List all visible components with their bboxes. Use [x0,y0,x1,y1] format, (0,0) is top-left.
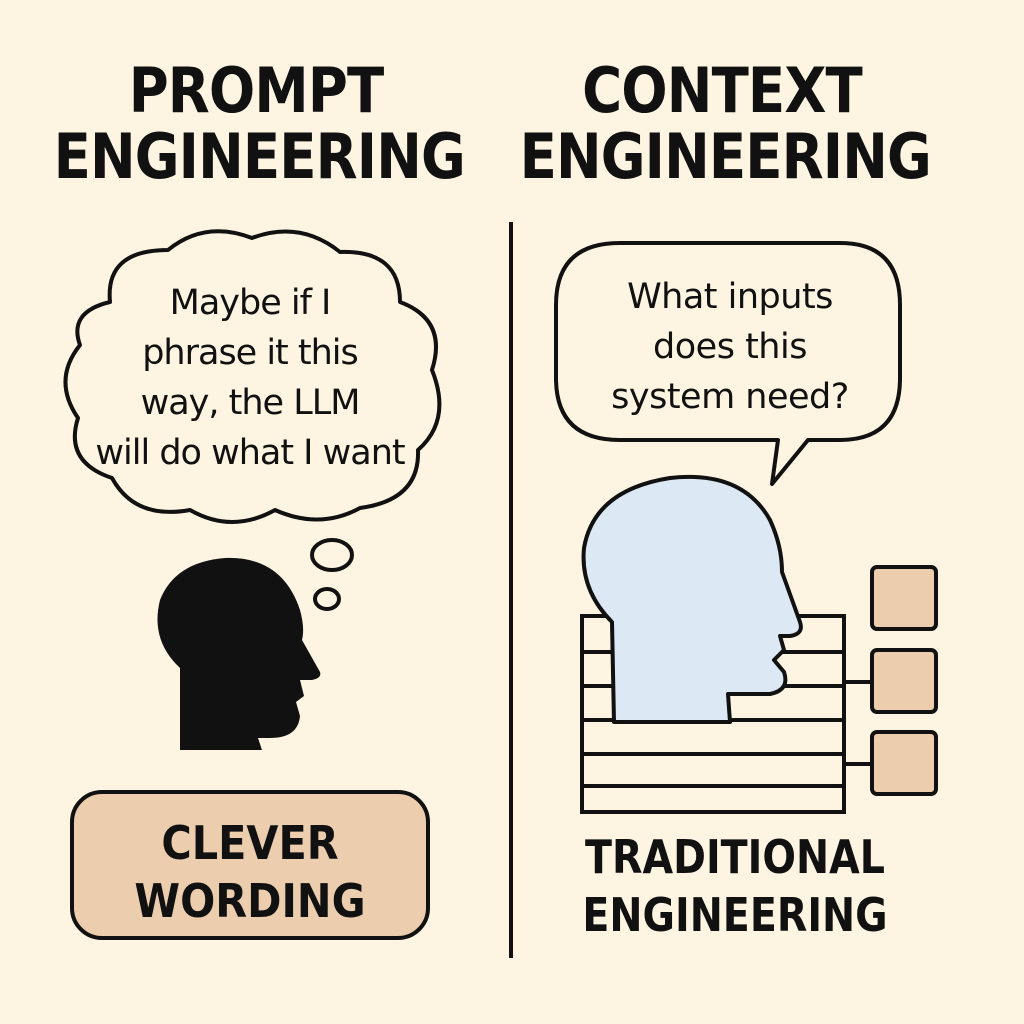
clever-wording-label: CLEVER WORDING [90,814,410,930]
module-box-icon [870,730,938,796]
heading-line: CONTEXT [582,54,863,127]
heading-line: PROMPT [128,54,384,127]
speech-line: system need? [611,377,849,417]
thought-line: Maybe if I [169,283,332,323]
module-box-icon [870,648,938,714]
thought-line: way, the LLM [140,383,361,423]
label-line: TRADITIONAL [585,830,885,884]
label-line: CLEVER [161,816,339,870]
speech-line: What inputs [627,277,833,317]
head-outline-icon [581,474,803,724]
thought-bubble-icon [63,229,442,611]
head-silhouette-icon [157,557,321,750]
module-box-icon [870,565,938,631]
speech-line: does this [653,327,807,367]
connector-lines [844,680,872,766]
prompt-engineering-heading: PROMPT ENGINEERING [53,54,466,193]
heading-line: ENGINEERING [519,120,932,193]
heading-line: ENGINEERING [53,120,466,193]
speech-bubble-icon [554,241,902,486]
label-line: ENGINEERING [582,888,888,942]
speech-bubble-text: What inputs does this system need? [570,272,890,422]
thought-bubble-text: Maybe if I phrase it this way, the LLM w… [70,278,430,478]
traditional-engineering-label: TRADITIONAL ENGINEERING [567,828,902,944]
clever-wording-box [70,790,430,940]
label-line: WORDING [134,874,366,928]
context-engineering-heading: CONTEXT ENGINEERING [519,54,932,193]
thought-line: phrase it this [142,333,359,373]
thought-line: will do what I want [95,433,405,473]
